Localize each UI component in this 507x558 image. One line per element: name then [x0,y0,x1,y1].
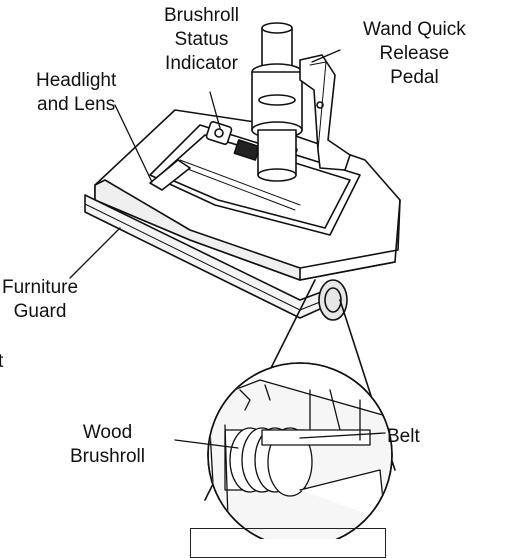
leader-lines [69,49,386,449]
vacuum-powerhead-illustration [69,22,401,539]
magnified-detail [207,362,393,539]
diagram-canvas: Brushroll Status Indicator Wand Quick Re… [0,5,466,558]
end-cap [318,279,348,321]
label-brushroll-status-indicator: Brushroll Status Indicator [164,5,239,74]
wand-neck [251,22,303,182]
caption-box-partial [190,528,386,558]
headlight-lens [149,159,191,191]
clipped-left-label: t [0,351,4,372]
power-nozzle-body [94,109,401,281]
label-furniture-guard: Furniture Guard [2,277,79,322]
label-wood-brushroll: Wood Brushroll [70,422,145,467]
quick-release-pedal [299,54,351,171]
label-wand-quick-release-pedal: Wand Quick Release Pedal [363,19,466,88]
status-indicator-button [205,121,233,145]
label-belt: Belt [387,426,420,447]
label-headlight-and-lens: Headlight and Lens [36,70,117,115]
